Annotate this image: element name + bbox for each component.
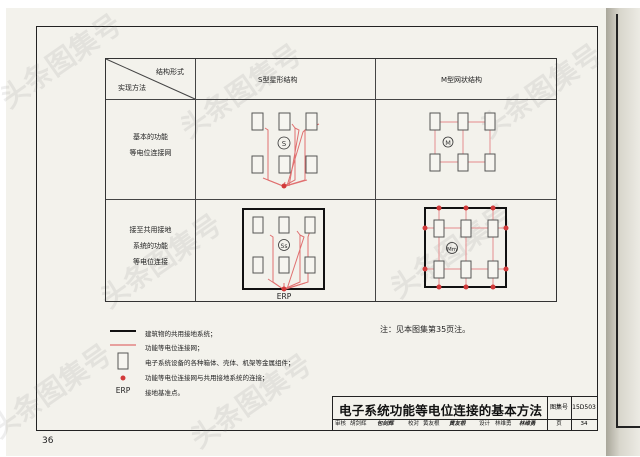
m-symbol-icon: [442, 136, 454, 148]
atlas-number: 15D503: [571, 397, 597, 420]
bonding-point-icon: [281, 183, 287, 189]
s-star-diagram: S: [251, 112, 320, 189]
legend-text-erp: 接地基准点。: [145, 389, 184, 397]
erp-point-icon: [281, 286, 287, 292]
legend-text-bonding-network: 功能等电位连接网；: [145, 344, 204, 352]
book-page-number: 36: [42, 436, 54, 446]
svg-text:ERP: ERP: [116, 386, 131, 395]
col-header-s-star: S型星形结构: [258, 76, 298, 84]
note: 注：见本图集第35页注。: [380, 325, 471, 334]
book-spine: [606, 8, 640, 456]
signature-row: 审核 胡剑辉 包剑辉 校对 黄友根 黄友根 设计 林维勇 林维勇: [333, 419, 548, 430]
rectangle-icon: [117, 352, 129, 370]
next-page-frame: [616, 14, 640, 428]
col-divider: [375, 59, 376, 301]
mm-symbol-icon: [446, 242, 458, 254]
red-dot-icon: [120, 375, 126, 381]
legend-text-connection: 功能等电位连接网与共用接地系统的连接；: [145, 374, 269, 382]
row-divider: [106, 199, 556, 200]
method-table: 结构形式 实现方法 S型星形结构 M型网状结构 基本的功能 等电位连接网 接至共…: [105, 58, 557, 302]
m-mesh-diagram: M: [429, 112, 496, 172]
svg-text:S: S: [282, 140, 287, 148]
page-number-cell: 34: [580, 421, 588, 427]
col-header-m-mesh: M型网状结构: [441, 76, 483, 84]
corner-label-structure: 结构形式: [156, 68, 184, 76]
atlas-label: 图集号: [547, 397, 572, 420]
svg-text:Ss: Ss: [281, 243, 288, 250]
drawing-title: 电子系统功能等电位连接的基本方法: [339, 403, 543, 418]
row-divider: [106, 99, 556, 100]
corner-diagonal: [105, 58, 196, 100]
legend-text-metal-components: 电子系统设备的各种箱体、壳体、机架等金属组件；: [145, 359, 295, 367]
s-symbol-icon: [277, 136, 291, 150]
title-block: 电子系统功能等电位连接的基本方法 图集号 15D503 审核 胡剑辉 包剑辉 校…: [332, 396, 598, 431]
row-label-common-ground: 接至共用接地 系统的功能 等电位连接: [129, 226, 172, 266]
ss-symbol-icon: [278, 239, 290, 251]
svg-text:Mm: Mm: [447, 247, 457, 253]
page-label: 页: [547, 419, 572, 430]
svg-text:M: M: [445, 139, 451, 147]
col-divider: [195, 59, 196, 301]
corner-label-method: 实现方法: [118, 84, 146, 92]
legend-text-common-ground: 建筑物的共用接地系统；: [145, 330, 217, 338]
mm-mesh-diagram: Mm: [422, 205, 509, 290]
erp-label: ERP: [277, 292, 292, 301]
legend-symbols: ERP: [110, 330, 136, 395]
row-label-basic: 基本的功能 等电位连接网: [129, 133, 172, 157]
bonding-points: [422, 205, 509, 290]
ss-star-diagram: Ss ERP: [242, 208, 325, 301]
drawing-frame: [36, 26, 598, 431]
